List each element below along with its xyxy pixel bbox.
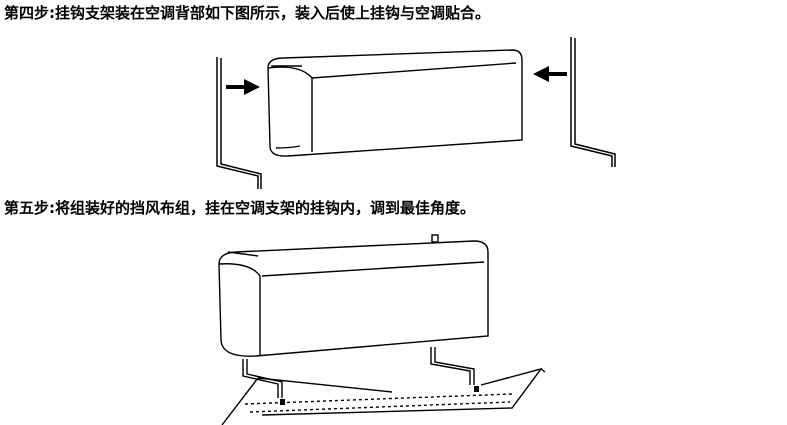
arrow-right-icon [226, 79, 260, 95]
step-5-instruction: 第五步:将组装好的挡风布组，挂在空调支架的挂钩内，调到最佳角度。 [4, 199, 476, 217]
step-4-instruction: 第四步:挂钩支架装在空调背部如下图所示，装入后使上挂钩与空调贴合。 [4, 4, 491, 22]
step-4-illustration [216, 37, 616, 189]
arrow-left-icon [533, 66, 567, 82]
ac-unit-top [267, 49, 523, 157]
ac-unit-bottom [218, 234, 489, 357]
right-bracket [570, 37, 616, 167]
right-hook [430, 347, 475, 385]
wind-deflector-cloth [221, 367, 546, 425]
left-bracket [216, 57, 262, 189]
step-5-illustration [218, 234, 546, 425]
